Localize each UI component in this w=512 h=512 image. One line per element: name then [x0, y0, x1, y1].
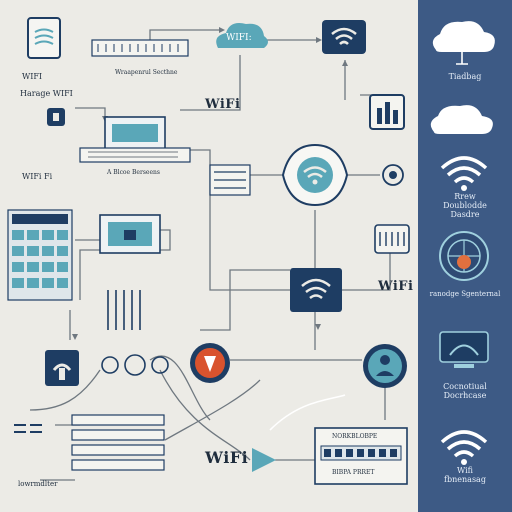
- arrow: [219, 27, 225, 33]
- mid-wifi-label: WiFi: [205, 97, 241, 112]
- screen-bottom-label: BIBPA PRRET: [332, 469, 375, 476]
- user-badge: [363, 344, 407, 388]
- connector: [190, 149, 211, 200]
- switch-device: [209, 164, 251, 196]
- right-wifi-label: WiFi: [378, 279, 414, 294]
- connector: [75, 107, 106, 120]
- wifi-hub: [281, 143, 349, 207]
- chart-icon: [369, 94, 405, 130]
- tablet-device: [27, 17, 61, 59]
- connector: [29, 369, 101, 411]
- sidebar-label-ranodge: ranodge Sgenternal: [429, 290, 501, 298]
- cable-bundle: [107, 290, 141, 330]
- connector: [159, 369, 251, 461]
- connector: [340, 240, 391, 291]
- monitor-stack: [71, 414, 165, 471]
- cloud-badge: [216, 23, 268, 48]
- bottom-left-label: lowrmdlter: [18, 480, 58, 488]
- globe-icon: [439, 231, 489, 281]
- router-icon: [45, 350, 79, 386]
- wifi-icon: [440, 430, 488, 465]
- connector-plugs: [14, 424, 42, 433]
- network-diagram: [7, 17, 410, 485]
- connector: [200, 269, 290, 331]
- sensor-device: [382, 164, 404, 186]
- connector: [79, 229, 171, 300]
- lock-icon: [47, 108, 65, 126]
- arrow: [315, 324, 321, 330]
- connector: [180, 55, 241, 111]
- sidebar-label-wifi: Wifi fbnenasag: [444, 466, 486, 484]
- tablet-screen: [99, 214, 161, 254]
- arrow: [342, 60, 348, 66]
- screen-top-label: NORKBLOBPE: [332, 433, 378, 440]
- left-manage-label: Harage WIFI: [20, 89, 73, 98]
- left-fi-label: WIFi Fi: [22, 172, 53, 181]
- sidebar-icons: [430, 21, 495, 465]
- wifi-tile-top: [322, 20, 366, 54]
- server-rack-top: [91, 39, 189, 57]
- laptop-device: [79, 116, 191, 163]
- left-wifi-label: WIFI: [22, 72, 43, 81]
- network-nodes: [101, 354, 169, 376]
- connector: [164, 379, 261, 441]
- cloud-icon: [430, 105, 493, 134]
- connector: [209, 200, 290, 291]
- arrow: [72, 334, 78, 340]
- rack-panel: [7, 209, 73, 301]
- wifi-tile-center: [290, 268, 342, 312]
- sidebar-label-tiadbag: Tiadbag: [448, 72, 482, 81]
- screen-panel: [314, 427, 408, 485]
- arrowheads: [72, 27, 348, 340]
- alert-pin: [190, 343, 230, 383]
- top-wire-label: Wraapenrul Secthne: [115, 69, 178, 76]
- bottom-wifi-label: WiFi: [205, 448, 249, 467]
- rack-right: [374, 224, 410, 254]
- bloone-label: A Blcoe Berseens: [107, 169, 160, 176]
- wifi-icon: [440, 156, 488, 191]
- play-icon: [252, 448, 276, 472]
- cloud-badge-label: WIFI:: [226, 33, 252, 43]
- arrow: [316, 37, 322, 43]
- cloud-icon: [432, 21, 495, 65]
- monitor-icon: [439, 331, 489, 368]
- sidebar-label-rrew: Rrew Doublodde Dasdre: [443, 192, 487, 219]
- sidebar: Tiadbag Rrew Doublodde Dasdre ranodge Sg…: [418, 0, 512, 512]
- sidebar-label-cocnotiual: Cocnotiual Docrhcase: [443, 382, 487, 400]
- white-wire: [269, 394, 346, 431]
